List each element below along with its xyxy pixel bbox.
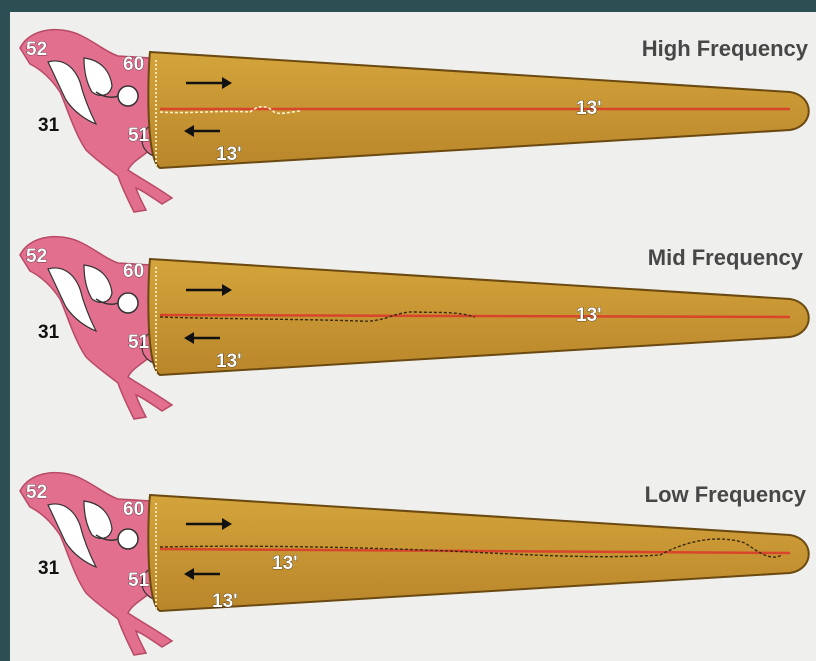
label-52: 52 bbox=[26, 482, 47, 503]
panel-high-frequency: 52 60 31 51 13' 13' High Frequency bbox=[20, 30, 809, 212]
label-31: 31 bbox=[38, 322, 60, 343]
label-13-base: 13' bbox=[212, 591, 238, 612]
label-31: 31 bbox=[38, 558, 60, 579]
label-51: 51 bbox=[128, 125, 150, 146]
label-60: 60 bbox=[123, 499, 144, 520]
label-13-duct: 13' bbox=[576, 98, 602, 119]
panel-title: Low Frequency bbox=[645, 482, 807, 507]
label-52: 52 bbox=[26, 246, 47, 267]
label-60: 60 bbox=[123, 54, 144, 75]
label-51: 51 bbox=[128, 570, 150, 591]
label-13-duct: 13' bbox=[272, 553, 298, 574]
label-13-base: 13' bbox=[216, 144, 242, 165]
label-60: 60 bbox=[123, 261, 144, 282]
label-52: 52 bbox=[26, 39, 47, 60]
label-13-duct: 13' bbox=[576, 305, 602, 326]
panel-low-frequency: 52 60 31 51 13' 13' Low Frequency bbox=[20, 473, 809, 655]
panel-title: High Frequency bbox=[642, 36, 809, 61]
label-51: 51 bbox=[128, 332, 150, 353]
panel-title: Mid Frequency bbox=[648, 245, 804, 270]
label-13-base: 13' bbox=[216, 351, 242, 372]
label-31: 31 bbox=[38, 115, 60, 136]
panel-mid-frequency: 52 60 31 51 13' 13' Mid Frequency bbox=[20, 237, 809, 419]
